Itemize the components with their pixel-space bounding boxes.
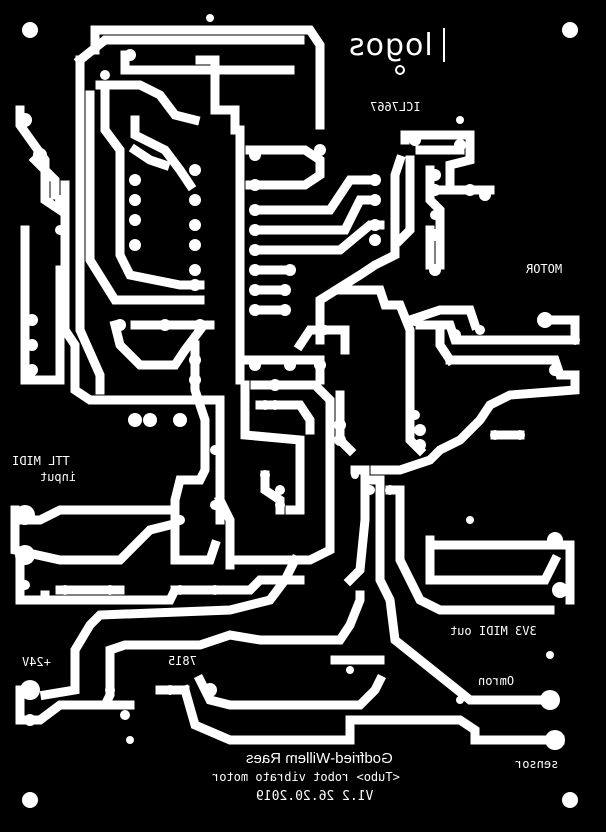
logos-logo: logos <box>348 28 433 63</box>
copper-traces <box>10 25 580 745</box>
label-ic: ICL7667 <box>370 100 421 114</box>
label-midi-out: 3V3 MIDI out <box>450 624 537 638</box>
label-regulator: 7815 <box>168 654 197 668</box>
label-version: V1.2 26.20.2019 <box>256 789 374 804</box>
label-omron: Omron <box>478 674 515 688</box>
label-supply: +24V <box>22 655 51 669</box>
copper-pads <box>15 14 580 808</box>
label-ttl-midi: TTL MIDI <box>12 454 70 468</box>
label-sensor: sensor <box>515 757 559 771</box>
label-input: input <box>40 470 77 484</box>
label-author: Godfried-Willem Raes <box>246 750 393 767</box>
logo-mark <box>395 28 445 75</box>
label-motor: MOTOR <box>526 262 563 276</box>
label-description: <Tubo> robot vibrato motor <box>212 770 400 784</box>
